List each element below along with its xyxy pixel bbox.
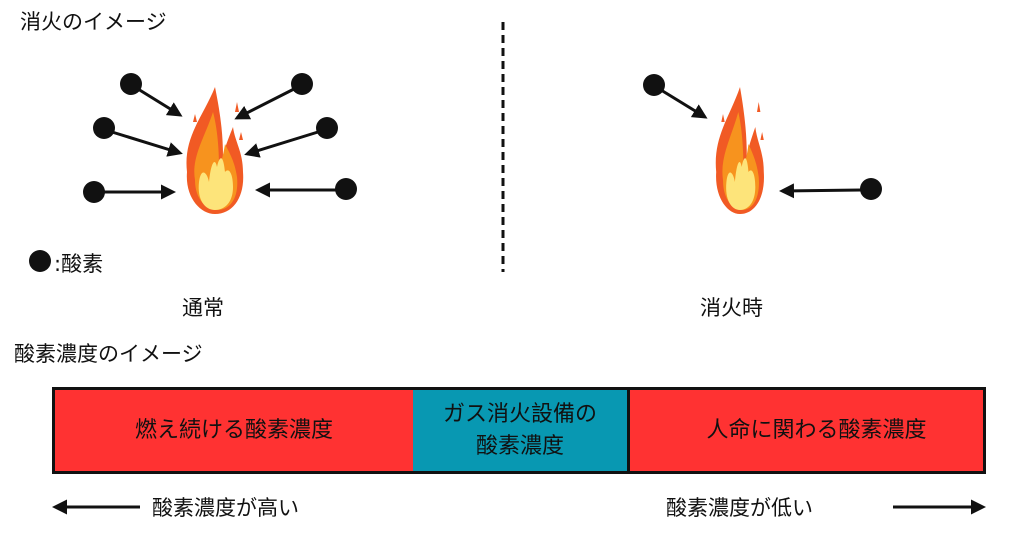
oxygen-dot <box>643 74 665 96</box>
arrow-low-label: 酸素濃度が低い <box>666 496 813 520</box>
arrow-high-label: 酸素濃度が高い <box>152 496 299 520</box>
oxygen-dot <box>83 181 105 203</box>
top-title: 消火のイメージ <box>20 10 167 34</box>
bar-title: 酸素濃度のイメージ <box>14 342 203 366</box>
caption-normal: 通常 <box>182 296 224 320</box>
legend-label: :酸素 <box>54 252 104 276</box>
legend-oxygen-dot <box>29 250 51 272</box>
extinguish-oxygen-group <box>643 74 882 214</box>
segment-gas-extinguisher: ガス消火設備の 酸素濃度 <box>413 387 630 474</box>
segment-sustained-combustion: 燃え続ける酸素濃度 <box>52 387 416 474</box>
oxygen-dot <box>316 117 338 139</box>
fire-icon <box>186 87 244 214</box>
fire-icon <box>715 87 764 214</box>
caption-extinguish: 消火時 <box>700 296 763 320</box>
oxygen-dot <box>335 178 357 200</box>
oxygen-dot <box>93 117 115 139</box>
segment-life-threatening: 人命に関わる酸素濃度 <box>627 387 986 474</box>
oxygen-dot <box>860 178 882 200</box>
oxygen-dot <box>120 73 142 95</box>
normal-oxygen-group <box>83 73 357 214</box>
oxygen-dot <box>291 73 313 95</box>
